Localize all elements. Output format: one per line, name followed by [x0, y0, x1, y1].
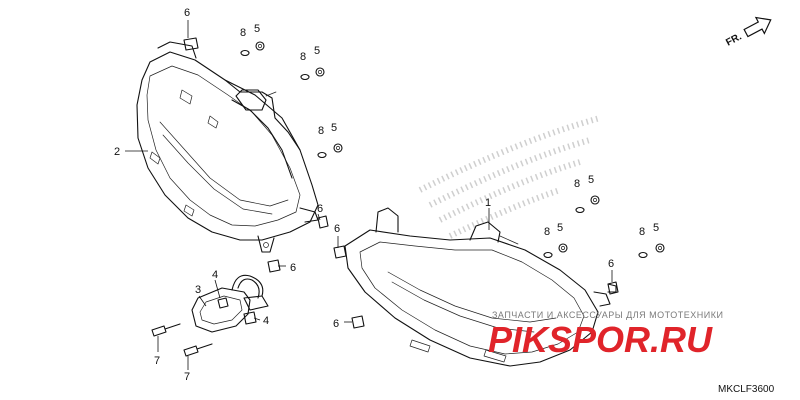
- position-light-assembly: [191, 274, 269, 333]
- callout-part-3: 3: [195, 284, 201, 296]
- callout-labels: 2 1 3 4 4 6 6 6 6 6 6 7 7 8 5 8 5 8 5 8 …: [114, 7, 659, 383]
- leader-lines: [125, 20, 613, 370]
- screw-parts: [151, 323, 213, 357]
- callout-part-8-c: 8: [318, 125, 324, 137]
- callout-part-2: 2: [114, 146, 120, 158]
- callout-part-8-e: 8: [544, 226, 550, 238]
- watermark-logo: PIKSPOR.RU: [488, 319, 713, 360]
- callout-part-1: 1: [485, 197, 491, 209]
- headlight-right-assembly: [344, 207, 617, 367]
- callout-part-8-a: 8: [240, 27, 246, 39]
- headlight-left-assembly: [136, 41, 319, 253]
- wing-watermark: [418, 115, 601, 239]
- callout-part-8-f: 8: [639, 226, 645, 238]
- callout-part-6-right-side: 6: [608, 258, 614, 270]
- front-direction-indicator: FR.: [724, 16, 772, 49]
- nut-washer-parts: [240, 41, 665, 259]
- callout-part-4-upper: 4: [212, 269, 218, 281]
- callout-part-5-f: 5: [653, 222, 659, 234]
- callout-part-6-left-side: 6: [317, 203, 323, 215]
- callout-part-6-left-bottom: 6: [290, 262, 296, 274]
- callout-part-7-lower: 7: [184, 371, 190, 383]
- callout-part-5-e: 5: [557, 222, 563, 234]
- callout-part-5-b: 5: [314, 45, 320, 57]
- callout-part-6-right-top: 6: [334, 223, 340, 235]
- callout-part-6-right-bottom: 6: [333, 318, 339, 330]
- diagram-code: MKCLF3600: [718, 384, 775, 395]
- front-direction-label: FR.: [724, 31, 744, 48]
- callout-part-8-b: 8: [300, 51, 306, 63]
- callout-part-5-d: 5: [588, 174, 594, 186]
- watermark-slogan: ЗАПЧАСТИ И АКСЕССУАРЫ ДЛЯ МОТОТЕХНИКИ: [492, 310, 723, 320]
- front-direction-arrow: [743, 16, 772, 38]
- store-watermark: ЗАПЧАСТИ И АКСЕССУАРЫ ДЛЯ МОТОТЕХНИКИ PI…: [488, 310, 723, 360]
- callout-part-7-upper: 7: [154, 355, 160, 367]
- grommet-parts: [183, 37, 619, 329]
- callout-part-6-top: 6: [184, 7, 190, 19]
- callout-part-4-lower: 4: [263, 315, 269, 327]
- callout-part-8-d: 8: [574, 178, 580, 190]
- callout-part-5-a: 5: [254, 23, 260, 35]
- callout-part-5-c: 5: [331, 122, 337, 134]
